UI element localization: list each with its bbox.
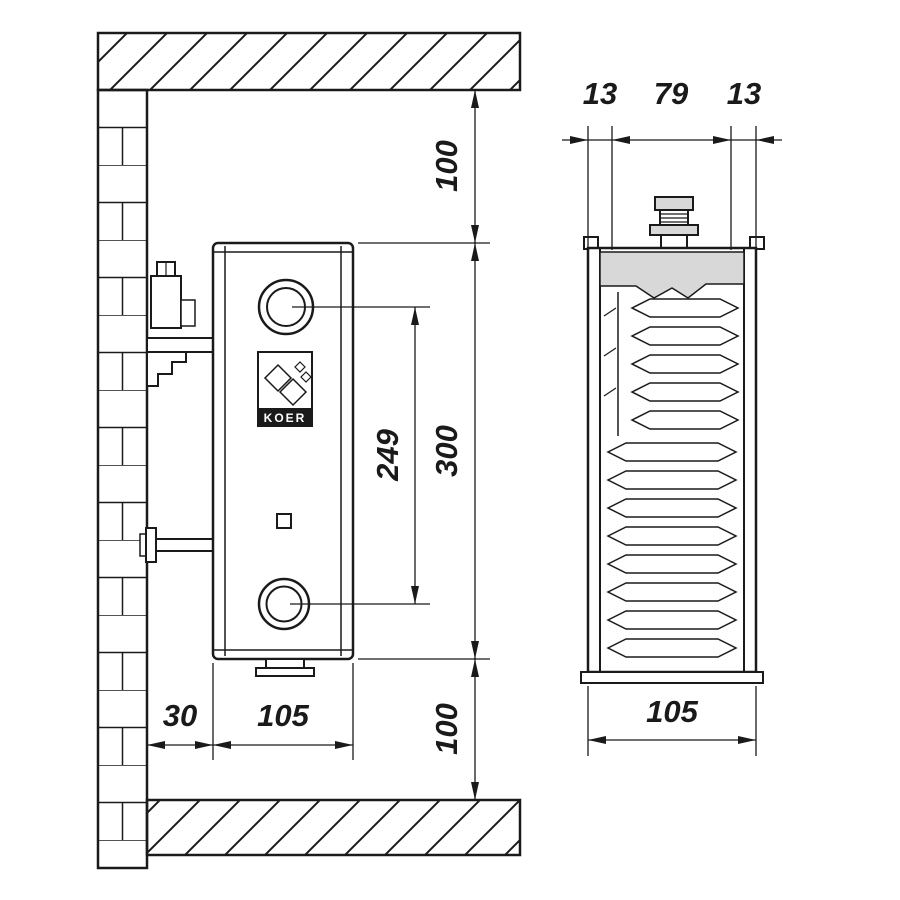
radiator-side: KOER (211, 241, 355, 677)
logo-diamond-small-1 (294, 361, 306, 373)
dimensions-front: 13 79 13 105 (562, 76, 782, 756)
convector-fins-upper (603, 292, 740, 436)
bracket-block (150, 275, 182, 329)
front-view: 13 79 13 105 (562, 76, 782, 756)
logo-diamond-small-2 (300, 371, 312, 383)
ceiling-beam-outline (96, 31, 522, 92)
bottom-outlet-flange (255, 667, 315, 677)
lower-pin-shaft (155, 538, 214, 552)
koer-logo: KOER (257, 351, 313, 427)
bottom-outlet-stub (265, 658, 305, 669)
valve-flange (649, 224, 699, 236)
dim-pipe-spacing: 249 (370, 428, 405, 481)
dim-depth: 105 (257, 698, 309, 733)
dim-wall-offset: 30 (163, 698, 197, 733)
dim-bottom-gap: 100 (429, 703, 464, 755)
top-valve (649, 196, 699, 250)
dimensions-side: 100 300 100 249 30 105 (147, 90, 490, 800)
lower-pin-head (145, 527, 157, 563)
valve-cap (654, 196, 694, 211)
floor-beam (147, 800, 520, 855)
logo-diamond-1 (263, 363, 293, 393)
wall-brackets (139, 261, 214, 563)
dim-center: 79 (654, 76, 689, 111)
floor-beam-outline (145, 798, 522, 857)
dim-top-gap: 100 (429, 140, 464, 192)
logo-band (258, 408, 312, 426)
air-vent-square (276, 513, 292, 529)
side-view: KOER 100 300 100 2 (96, 31, 522, 870)
dim-width: 105 (646, 694, 698, 729)
dim-panel-left: 13 (583, 76, 617, 111)
bracket-hook (146, 351, 187, 387)
logo-text: KOER (264, 411, 307, 425)
wall-structure (96, 31, 522, 870)
base-plate (580, 671, 764, 684)
bracket-arm (146, 337, 214, 353)
logo-diamond-2 (278, 377, 308, 407)
dim-height: 300 (429, 425, 464, 477)
brick-wall-outline (96, 88, 149, 870)
brick-wall (98, 90, 147, 868)
dim-panel-right: 13 (727, 76, 761, 111)
radiator-front (580, 236, 765, 684)
ceiling-beam (98, 33, 520, 90)
bracket-spacer (180, 299, 196, 327)
convector-fins-lower (606, 442, 738, 658)
top-header-channel (599, 251, 745, 299)
